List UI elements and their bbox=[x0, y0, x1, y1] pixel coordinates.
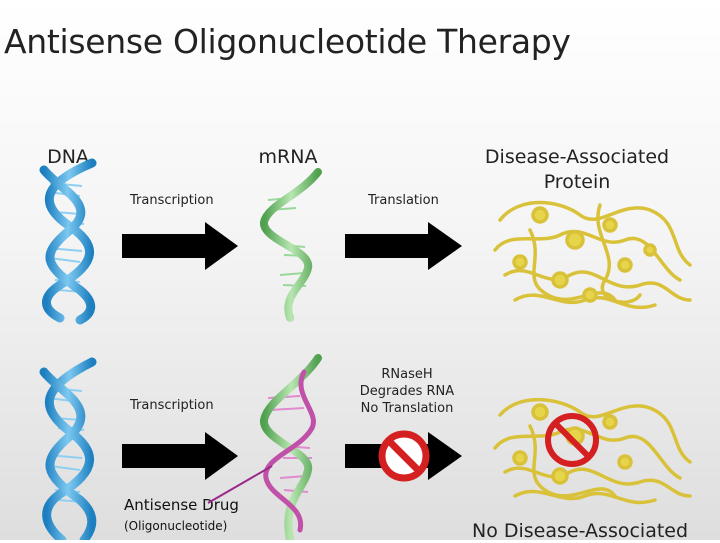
rnaseh-line3: No Translation bbox=[360, 401, 454, 416]
oligonucleotide-label: (Oligonucleotide) bbox=[124, 519, 228, 533]
prohibited-icon bbox=[545, 413, 599, 467]
protein-structure-top bbox=[493, 200, 692, 310]
mrna-strand-top bbox=[260, 168, 322, 322]
transcription-label-bottom: Transcription bbox=[130, 398, 214, 413]
page-title: Antisense Oligonucleotide Therapy bbox=[4, 22, 571, 61]
dna-header: DNA bbox=[47, 146, 89, 168]
rnaseh-line1: RNaseH bbox=[381, 367, 433, 382]
mrna-antisense-bottom bbox=[207, 354, 322, 540]
no-protein-label: No Disease-Associated bbox=[472, 520, 689, 542]
protein-header-line2: Protein bbox=[543, 171, 611, 193]
rnaseh-line2: Degrades RNA bbox=[359, 384, 455, 399]
translation-label: Translation bbox=[368, 193, 439, 208]
transcription-label-top: Transcription bbox=[130, 193, 214, 208]
protein-header-line1: Disease-Associated bbox=[484, 146, 670, 168]
antisense-pointer-line bbox=[207, 465, 273, 504]
dna-helix-bottom bbox=[39, 357, 97, 540]
arrow-transcription-top bbox=[122, 222, 238, 270]
prohibited-icon bbox=[378, 430, 430, 482]
antisense-drug-label: Antisense Drug bbox=[124, 496, 239, 514]
arrow-translation bbox=[345, 222, 462, 270]
dna-helix-top bbox=[39, 158, 97, 325]
mrna-header: mRNA bbox=[258, 146, 318, 168]
arrow-transcription-bottom bbox=[122, 432, 238, 480]
